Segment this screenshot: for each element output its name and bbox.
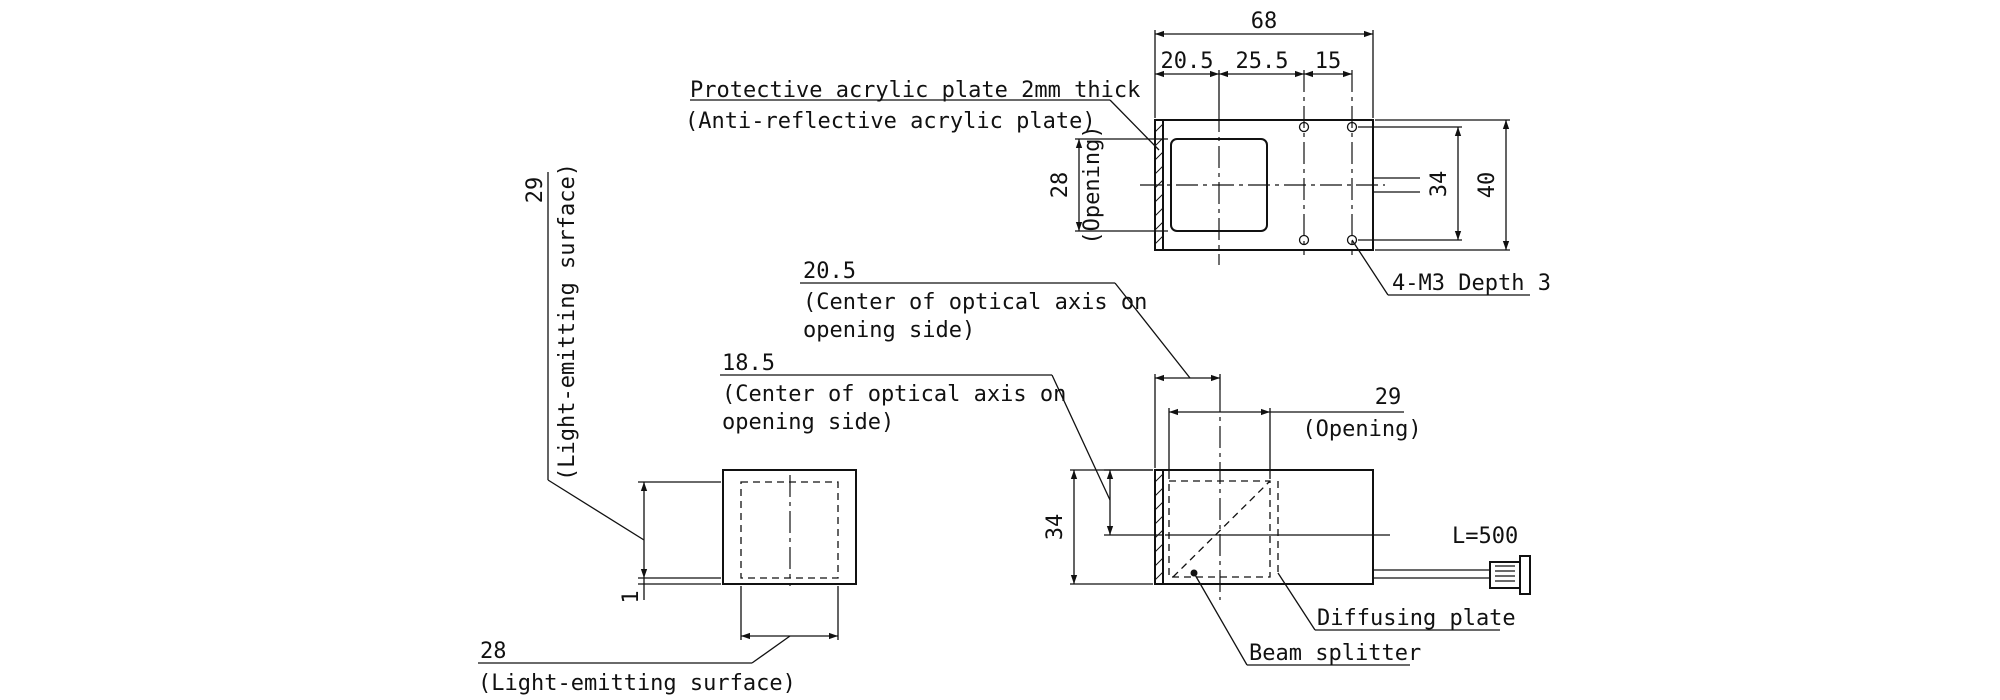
axis-note-side-line1: (Center of optical axis on xyxy=(722,382,1066,407)
leader-holes xyxy=(1351,239,1389,296)
mounting-hole-icon xyxy=(1346,234,1358,246)
opening-front-label: (Opening) xyxy=(1302,417,1421,442)
front-view-body xyxy=(1154,469,1374,585)
side-view: 29 (Light-emitting surface) 1 28 (Light-… xyxy=(478,163,857,696)
beam-splitter-label: Beam splitter xyxy=(1249,641,1421,666)
mounting-hole-icon xyxy=(1298,121,1310,133)
dim-axis-front: 20.5 xyxy=(803,259,856,284)
emit-vertical-label: (Light-emitting surface) xyxy=(555,163,580,481)
dim-height: 40 xyxy=(1475,172,1500,199)
dim-emit-vertical: 29 xyxy=(523,177,548,204)
leader-acrylic xyxy=(1109,99,1160,151)
dim-seg-3: 15 xyxy=(1315,49,1342,74)
cable-length: L=500 xyxy=(1452,524,1518,549)
front-view-acrylic-hatch xyxy=(1154,473,1164,581)
mounting-hole-icon xyxy=(1298,234,1310,246)
top-view: 68 20.5 25.5 15 40 34 28 (Opening) Prote… xyxy=(685,9,1551,296)
leader-diffusing xyxy=(1277,572,1316,631)
dim-height-front: 34 xyxy=(1043,514,1068,541)
leader-emit-horizontal xyxy=(751,635,791,664)
dim-axis-side: 18.5 xyxy=(722,351,775,376)
leader-axis-side xyxy=(1051,374,1111,501)
dim-seg-2: 25.5 xyxy=(1236,49,1289,74)
mounting-hole-icon xyxy=(1346,121,1358,133)
leader-beam-splitter xyxy=(1193,572,1248,666)
axis-note-front-line1: (Center of optical axis on xyxy=(803,290,1147,315)
acrylic-note-line1: Protective acrylic plate 2mm thick xyxy=(690,78,1140,103)
top-view-acrylic-hatch xyxy=(1154,123,1164,245)
dim-overall-width: 68 xyxy=(1251,9,1278,34)
diffusing-label: Diffusing plate xyxy=(1317,606,1516,631)
acrylic-note-line2: (Anti-reflective acrylic plate) xyxy=(685,109,1096,134)
axis-note-side-line2: opening side) xyxy=(722,410,894,435)
dim-opening: 28 xyxy=(1048,172,1073,199)
front-view: L=500 20.5 (Center of optical axis on op… xyxy=(720,259,1531,666)
leader-axis-front xyxy=(1114,282,1191,379)
dim-emit-horizontal: 28 xyxy=(480,639,507,664)
axis-note-front-line2: opening side) xyxy=(803,318,975,343)
emit-horizontal-label: (Light-emitting surface) xyxy=(478,671,796,696)
leader-emit-vertical xyxy=(547,479,645,541)
opening-label: (Opening) xyxy=(1080,125,1105,244)
dim-seg-1: 20.5 xyxy=(1161,49,1214,74)
holes-note: 4-M3 Depth 3 xyxy=(1392,271,1551,296)
dim-offset: 1 xyxy=(619,590,644,603)
beam-splitter-line xyxy=(1172,480,1271,578)
dim-opening-front: 29 xyxy=(1375,385,1402,410)
dim-hole-pitch: 34 xyxy=(1427,171,1452,198)
